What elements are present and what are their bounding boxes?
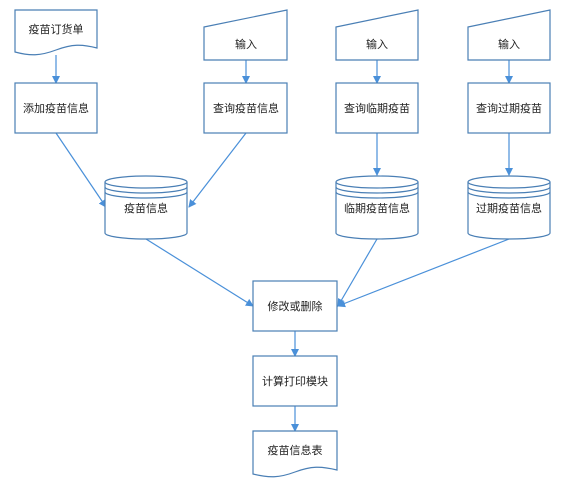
database-top [335, 175, 419, 189]
node-label: 计算打印模块 [262, 374, 328, 388]
manual-input-shape [467, 9, 551, 61]
process-box [203, 82, 288, 134]
node-input-3: 输入 [467, 9, 551, 61]
node-label: 查询临期疫苗 [344, 101, 410, 115]
process-box [14, 82, 98, 134]
database-ring [467, 186, 551, 194]
document-shape [14, 9, 98, 56]
node-input-1: 输入 [203, 9, 288, 61]
document-shape [252, 430, 338, 478]
node-label: 临期疫苗信息 [344, 201, 410, 215]
node-label: 输入 [235, 37, 257, 51]
database-ring [467, 191, 551, 199]
process-box [252, 355, 338, 407]
node-db-expired: 过期疫苗信息 [467, 175, 551, 240]
database-top [467, 175, 551, 189]
manual-input-shape [203, 9, 288, 61]
database-ring [335, 186, 419, 194]
node-query-near-expiry: 查询临期疫苗 [335, 82, 419, 134]
database-ring [104, 186, 188, 194]
node-label: 疫苗信息表 [268, 443, 323, 457]
database-shape [104, 182, 188, 240]
node-calc-print: 计算打印模块 [252, 355, 338, 407]
process-box [467, 82, 551, 134]
node-db-vaccine: 疫苗信息 [104, 175, 188, 240]
node-modify-delete: 修改或删除 [252, 280, 338, 332]
edge-expired-db-to-modify [337, 238, 510, 308]
edges [52, 55, 513, 432]
node-query-expired: 查询过期疫苗 [467, 82, 551, 134]
node-label: 输入 [366, 37, 388, 51]
manual-input-shape [335, 9, 419, 61]
database-top [104, 175, 188, 189]
node-label: 过期疫苗信息 [476, 201, 542, 215]
edge-add-to-db [55, 132, 107, 208]
process-box [335, 82, 419, 134]
database-ring [104, 191, 188, 199]
node-add-info: 添加疫苗信息 [14, 82, 98, 134]
node-input-2: 输入 [335, 9, 419, 61]
edge-query-to-db [188, 132, 247, 208]
edge-db-to-modify [145, 238, 254, 307]
node-label: 疫苗信息 [124, 201, 168, 215]
database-shape [335, 182, 419, 240]
process-box [252, 280, 338, 332]
node-query-info: 查询疫苗信息 [203, 82, 288, 134]
node-label: 查询疫苗信息 [213, 101, 279, 115]
node-label: 查询过期疫苗 [476, 101, 542, 115]
node-label: 输入 [498, 37, 520, 51]
node-label: 添加疫苗信息 [23, 101, 89, 115]
database-ring [335, 191, 419, 199]
node-db-near-expiry: 临期疫苗信息 [335, 175, 419, 240]
database-shape [467, 182, 551, 240]
node-vaccine-order: 疫苗订货单 [14, 9, 98, 56]
node-vaccine-table: 疫苗信息表 [252, 430, 338, 478]
node-label: 疫苗订货单 [29, 22, 84, 36]
node-label: 修改或删除 [268, 299, 323, 313]
edge-near-db-to-modify [337, 238, 378, 307]
